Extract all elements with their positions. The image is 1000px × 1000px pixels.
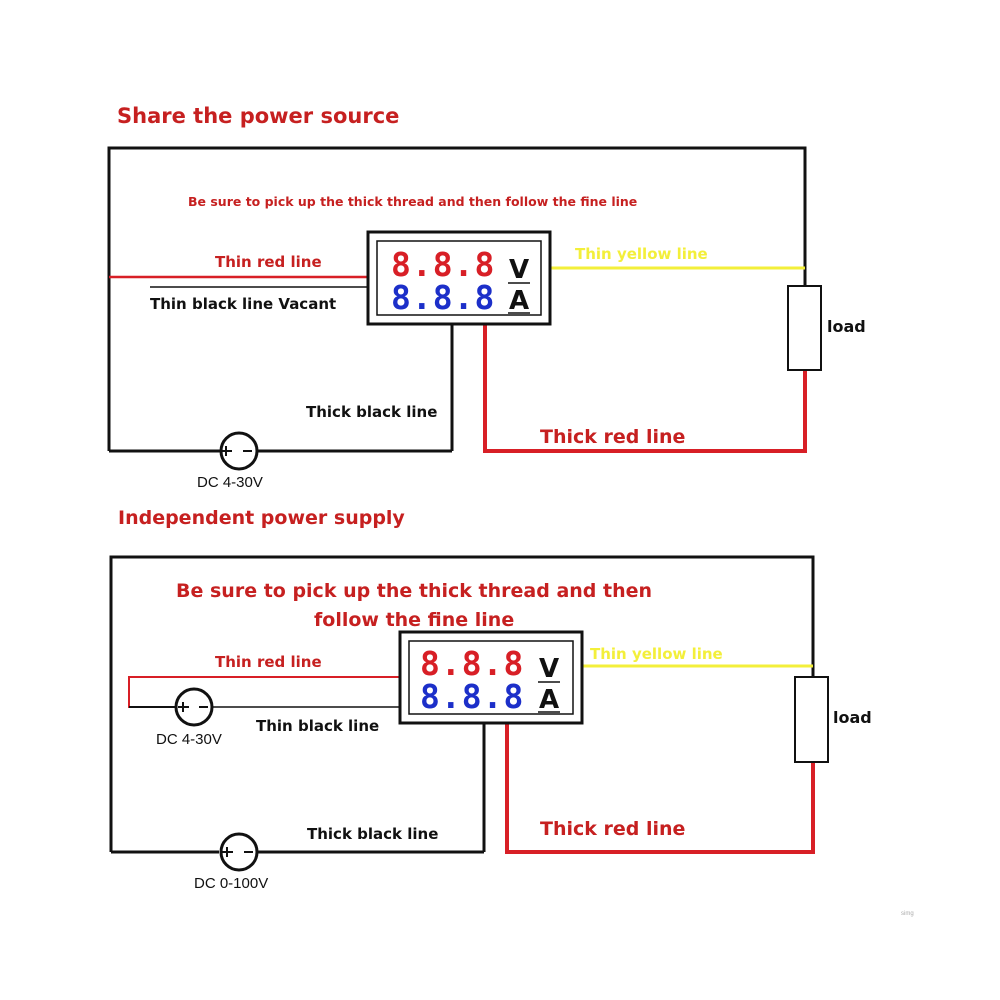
bottom-aux-source-label: DC 4-30V bbox=[156, 731, 222, 748]
bottom-amp-digits: 8.8.8 bbox=[420, 677, 524, 716]
top-unit-v: V bbox=[509, 255, 529, 285]
top-note: Be sure to pick up the thick thread and … bbox=[188, 194, 637, 209]
bottom-meter-display: 8.8.8 8.8.8 V A bbox=[398, 630, 584, 725]
watermark: simg bbox=[901, 911, 914, 917]
bottom-heading: Independent power supply bbox=[118, 507, 405, 529]
top-thick-red-wire bbox=[483, 324, 807, 453]
bottom-load-label: load bbox=[833, 708, 872, 727]
bottom-thick-red-label: Thick red line bbox=[540, 818, 685, 840]
bottom-thin-red-wire bbox=[128, 676, 400, 708]
top-thin-red-label: Thin red line bbox=[215, 253, 322, 271]
top-load-label: load bbox=[827, 317, 866, 336]
bottom-note-line2: follow the fine line bbox=[314, 609, 514, 631]
bottom-power-source-icon bbox=[219, 832, 259, 872]
bottom-unit-v: V bbox=[539, 654, 559, 684]
bottom-thin-red-label: Thin red line bbox=[215, 653, 322, 671]
top-volt-digits: 8.8.8 bbox=[391, 245, 495, 284]
bottom-aux-source-icon bbox=[174, 687, 214, 727]
bottom-diagram: Independent power supply DC 4-30V load D… bbox=[109, 507, 872, 892]
bottom-thin-black-label: Thin black line bbox=[256, 717, 379, 735]
top-unit-a: A bbox=[509, 286, 529, 316]
bottom-thin-yellow-label: Thin yellow line bbox=[590, 645, 723, 663]
top-diagram: Share the power source load DC 4-30V 8.8… bbox=[107, 104, 866, 491]
bottom-thick-black-label: Thick black line bbox=[307, 825, 438, 843]
top-amp-digits: 8.8.8 bbox=[391, 278, 495, 317]
top-load-resistor bbox=[787, 285, 822, 371]
bottom-outer-black-wire bbox=[109, 555, 815, 852]
top-thin-black-label: Thin black line Vacant bbox=[150, 295, 336, 313]
top-thick-red-label: Thick red line bbox=[540, 426, 685, 448]
top-heading: Share the power source bbox=[117, 104, 399, 128]
bottom-note-line1: Be sure to pick up the thick thread and … bbox=[176, 580, 652, 602]
top-source-label: DC 4-30V bbox=[197, 474, 263, 491]
top-thin-yellow-label: Thin yellow line bbox=[575, 245, 708, 263]
bottom-unit-a: A bbox=[539, 685, 559, 715]
top-thick-black-label: Thick black line bbox=[306, 403, 437, 421]
bottom-source-label: DC 0-100V bbox=[194, 875, 268, 892]
bottom-volt-digits: 8.8.8 bbox=[420, 644, 524, 683]
top-meter-display: 8.8.8 8.8.8 V A bbox=[366, 230, 552, 326]
bottom-load-resistor bbox=[794, 676, 829, 763]
bottom-thick-red-wire bbox=[505, 723, 815, 854]
top-outer-black-wire bbox=[107, 146, 807, 451]
